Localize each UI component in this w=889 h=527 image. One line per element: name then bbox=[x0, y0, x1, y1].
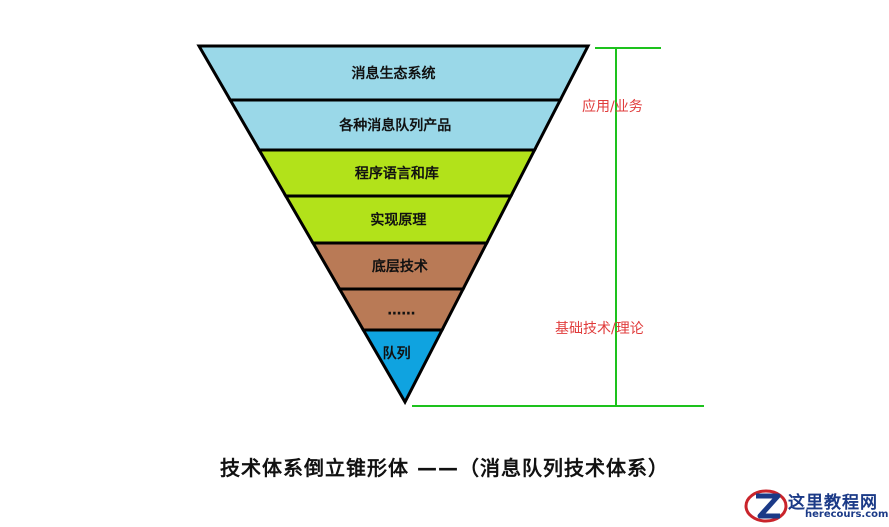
cone-layer-label-4: 实现原理 bbox=[370, 212, 426, 229]
cone-layer-label-5: 底层技术 bbox=[372, 258, 428, 275]
cone-layer-7 bbox=[360, 328, 445, 406]
cone-layer-label-7: 队列 bbox=[383, 345, 411, 362]
cone-layer-label-2: 各种消息队列产品 bbox=[338, 117, 451, 134]
cone-layer-label-6: …… bbox=[387, 303, 415, 319]
watermark-url: herecours.com bbox=[805, 509, 889, 520]
diagram-caption: 技术体系倒立锥形体 ——（消息队列技术体系） bbox=[220, 456, 669, 480]
watermark-title: 这里教程网 bbox=[788, 493, 878, 513]
green-bracket bbox=[412, 47, 704, 407]
side-label-bottom: 基础技术/理论 bbox=[555, 320, 644, 337]
cone-layer-label-3: 程序语言和库 bbox=[355, 165, 439, 182]
cone-layer-label-1: 消息生态系统 bbox=[352, 65, 436, 82]
side-label-top: 应用/业务 bbox=[582, 98, 643, 115]
site-logo-icon bbox=[744, 489, 788, 523]
